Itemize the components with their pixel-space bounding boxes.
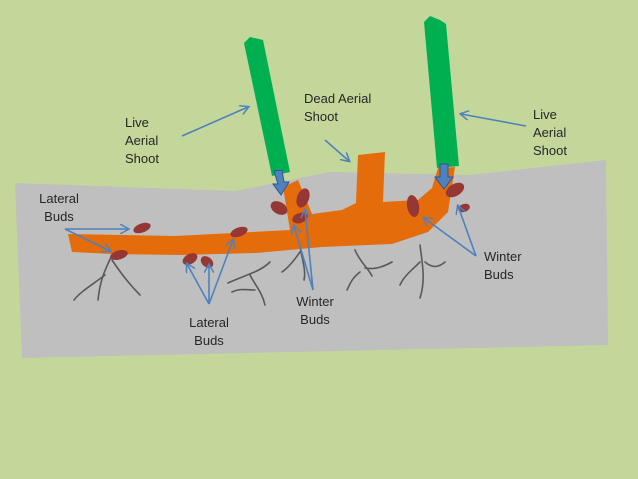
label-lateral-buds-left: Lateral Buds [39, 191, 79, 224]
label-live-aerial-shoot-left: Live Aerial Shoot [125, 115, 159, 166]
pointer-dead-shoot [324, 139, 349, 161]
label-lateral-buds-bottom: Lateral Buds [189, 315, 229, 348]
pointer-lateral-bottom-1 [187, 264, 210, 305]
rhizome [68, 152, 455, 255]
pointer-winter-right-2 [458, 206, 477, 257]
shoot-base-arrow-left [272, 169, 290, 196]
roots [73, 244, 446, 306]
pointer-lateral-bottom-3 [208, 240, 233, 305]
winter-bud [445, 182, 465, 198]
pointer-live-shoot-right [461, 114, 527, 127]
pointer-live-shoot-left [181, 107, 248, 137]
root-1 [73, 254, 141, 301]
lateral-bud [110, 250, 128, 260]
buds [110, 182, 470, 268]
winter-bud [406, 195, 420, 217]
pointer-arrows [64, 107, 527, 305]
pointer-winter-right-1 [424, 218, 477, 257]
label-winter-buds-right: Winter Buds [484, 249, 522, 282]
winter-bud [270, 201, 288, 215]
label-live-aerial-shoot-right: Live Aerial Shoot [533, 107, 567, 158]
label-winter-buds-center: Winter Buds [296, 294, 334, 327]
live-aerial-shoot-left [244, 37, 290, 176]
root-5 [399, 244, 446, 299]
root-4 [346, 249, 393, 291]
label-dead-aerial-shoot: Dead Aerial Shoot [304, 91, 372, 124]
winter-bud [296, 188, 310, 208]
shoot-base-arrow-right [434, 163, 454, 190]
lateral-bud [230, 226, 248, 238]
pointer-winter-center-1 [305, 210, 314, 291]
pointer-winter-center-2 [294, 226, 314, 291]
pointer-lateral-left-2 [64, 228, 110, 251]
root-2 [227, 261, 271, 306]
lateral-bud [133, 222, 151, 234]
live-aerial-shoot-right [424, 16, 459, 168]
